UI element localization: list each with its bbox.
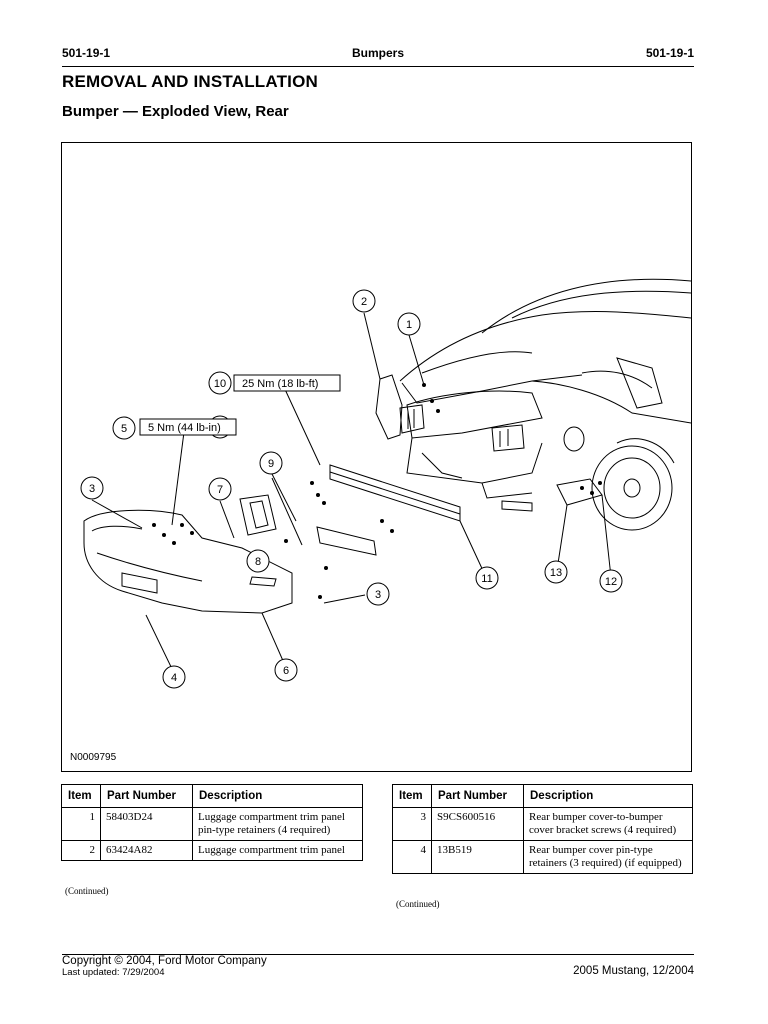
table-header-row: Item Part Number Description	[392, 784, 693, 808]
callout-3: 3	[89, 483, 95, 495]
page-title: REMOVAL AND INSTALLATION	[62, 72, 319, 91]
item-cell: 2	[61, 840, 101, 861]
cover-bracket	[316, 526, 377, 556]
col-header-part-number: Part Number	[431, 784, 524, 808]
part-number-cell: 58403D24	[100, 807, 193, 841]
item-cell: 4	[392, 840, 432, 874]
exploded-view-drawing: 2 1 9 3 7 8 3 4 6 11 12 13 10 5 25 Nm (1…	[80, 278, 691, 689]
item-cell: 1	[61, 807, 101, 841]
callout-10: 10	[214, 378, 226, 390]
figure-id: N0009795	[70, 752, 117, 763]
rear-wheel	[591, 445, 673, 531]
description-cell: Rear bumper cover pin-type retainers (3 …	[523, 840, 693, 874]
last-updated: Last updated: 7/29/2004	[62, 967, 165, 978]
callout-11: 11	[481, 573, 492, 585]
col-header-part-number: Part Number	[100, 784, 193, 808]
table-row: 1 58403D24 Luggage compartment trim pane…	[61, 807, 363, 841]
copyright: Copyright © 2004, Ford Motor Company	[62, 955, 267, 967]
section-number-left: 501-19-1	[62, 46, 111, 60]
table-header-row: Item Part Number Description	[61, 784, 363, 808]
callout-13: 13	[550, 567, 562, 579]
luggage-trim-panel	[375, 374, 403, 440]
callout-6: 6	[283, 665, 289, 677]
decklid	[406, 390, 543, 439]
torque-5-label: 5 Nm (44 lb-in)	[148, 422, 221, 434]
table-row: 4 13B519 Rear bumper cover pin-type reta…	[392, 840, 693, 874]
item-cell: 3	[392, 807, 432, 841]
right-tail-light	[491, 424, 525, 452]
section-number-right: 501-19-1	[645, 46, 694, 60]
side-bracket	[556, 478, 603, 506]
car-roof-line	[481, 278, 691, 334]
callout-2: 2	[361, 296, 367, 308]
torque-box-5	[139, 418, 237, 436]
callout-4: 4	[171, 672, 177, 684]
callout-3: 3	[375, 589, 381, 601]
left-tail-light	[399, 404, 425, 434]
page-subtitle: Bumper — Exploded View, Rear	[62, 103, 289, 120]
col-header-description: Description	[192, 784, 363, 808]
bumper-cover	[83, 509, 293, 614]
part-number-cell: S9CS600516	[431, 807, 524, 841]
col-header-description: Description	[523, 784, 693, 808]
torque-box-10	[233, 374, 341, 392]
table-row: 3 S9CS600516 Rear bumper cover-to-bumper…	[392, 807, 693, 841]
parts-table-left: Item Part Number Description 1 58403D24 …	[61, 784, 363, 861]
callout-8: 8	[255, 556, 261, 568]
callout-12: 12	[605, 576, 617, 588]
callout-5: 5	[121, 423, 127, 435]
table-row: 2 63424A82 Luggage compartment trim pane…	[61, 840, 363, 861]
callout-7: 7	[217, 484, 223, 496]
description-cell: Rear bumper cover-to-bumper cover bracke…	[523, 807, 693, 841]
continued-note-right: (Continued)	[396, 899, 440, 909]
exploded-view-figure: 2 1 9 3 7 8 3 4 6 11 12 13 10 5 25 Nm (1…	[61, 142, 692, 772]
callout-9: 9	[268, 458, 274, 470]
footer-rule	[62, 954, 694, 955]
page-header: 501-19-1 Bumpers 501-19-1	[62, 44, 694, 67]
torque-10-label: 25 Nm (18 lb-ft)	[242, 378, 318, 390]
car-body-outline	[399, 311, 691, 382]
section-title: Bumpers	[351, 46, 404, 60]
vehicle-model-date: 2005 Mustang, 12/2004	[573, 965, 694, 977]
description-cell: Luggage compartment trim panel	[192, 840, 363, 861]
col-header-item: Item	[392, 784, 432, 808]
description-cell: Luggage compartment trim panel pin-type …	[192, 807, 363, 841]
col-header-item: Item	[61, 784, 101, 808]
part-number-cell: 63424A82	[100, 840, 193, 861]
bracket-9	[239, 494, 277, 536]
callout-1: 1	[406, 319, 412, 331]
continued-note-left: (Continued)	[65, 886, 109, 896]
parts-table-right: Item Part Number Description 3 S9CS60051…	[392, 784, 693, 874]
part-number-cell: 13B519	[431, 840, 524, 874]
